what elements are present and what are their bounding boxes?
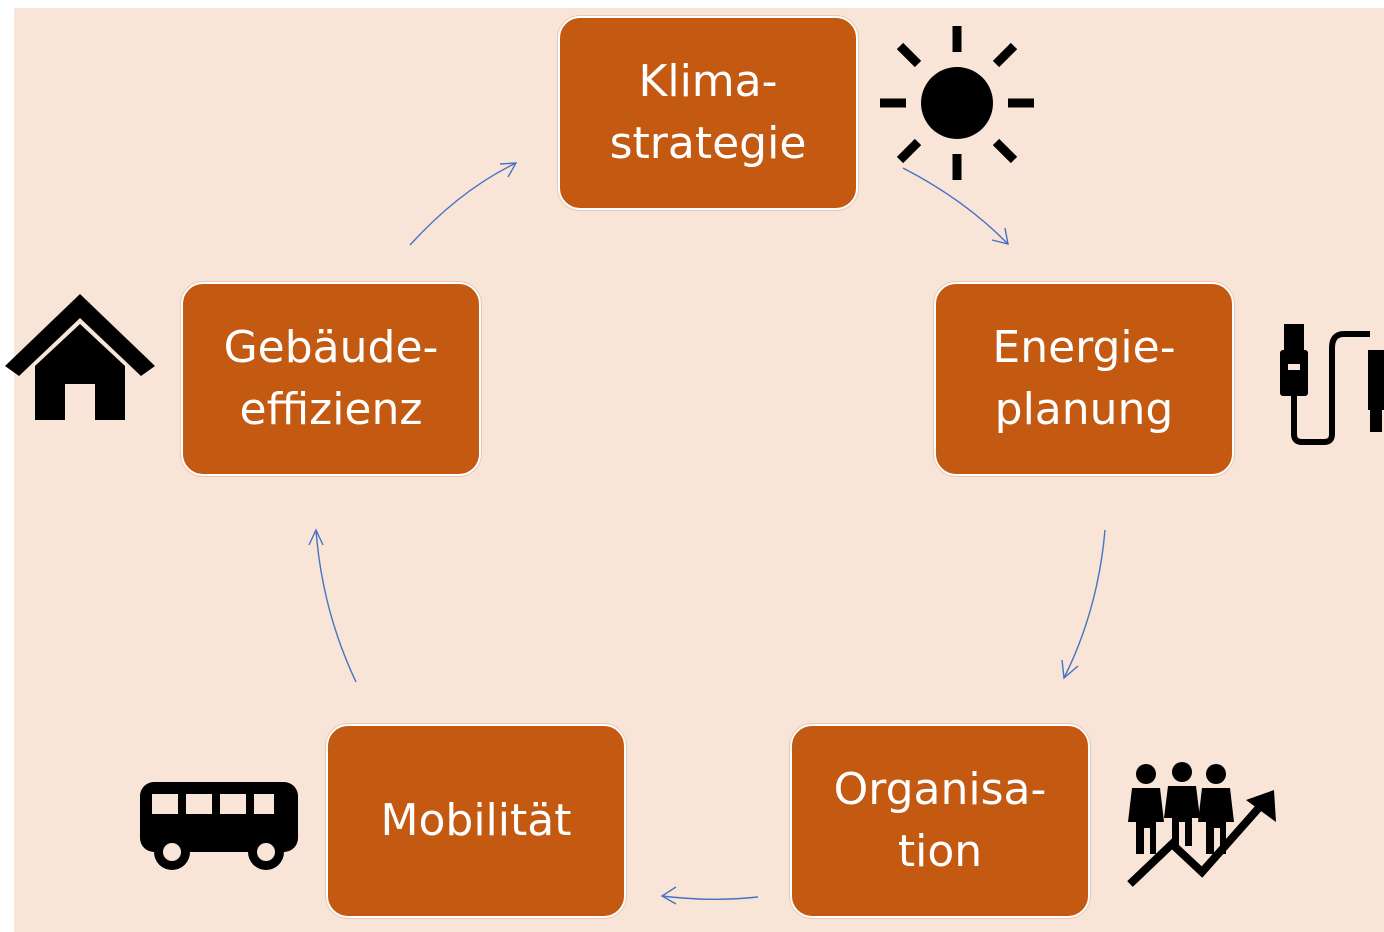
sun-icon: [880, 26, 1034, 180]
node-label-line: effizienz: [239, 384, 423, 435]
node-klimastrategie: Klima- strategie: [558, 16, 858, 210]
bus-icon: [140, 782, 298, 870]
node-mobilitaet: Mobilität: [326, 724, 626, 918]
node-label-line: Gebäude-: [223, 322, 439, 373]
node-label-line: planung: [994, 384, 1174, 435]
node-label-line: tion: [897, 826, 983, 877]
node-label-line: Organisa-: [833, 764, 1047, 815]
node-label-line: Energie-: [992, 322, 1176, 373]
node-gebaeudeeffizienz: Gebäude- effizienz: [181, 282, 481, 476]
node-label-line: Mobilität: [380, 795, 572, 846]
node-label-line: strategie: [609, 118, 807, 169]
people-growth-icon: [1127, 762, 1276, 887]
node-energieplanung: Energie- planung: [934, 282, 1234, 476]
node-label-line: Klima-: [638, 56, 778, 107]
plug-cable-icon: [1280, 324, 1384, 445]
node-organisation: Organisa- tion: [790, 724, 1090, 918]
house-icon: [5, 294, 155, 420]
